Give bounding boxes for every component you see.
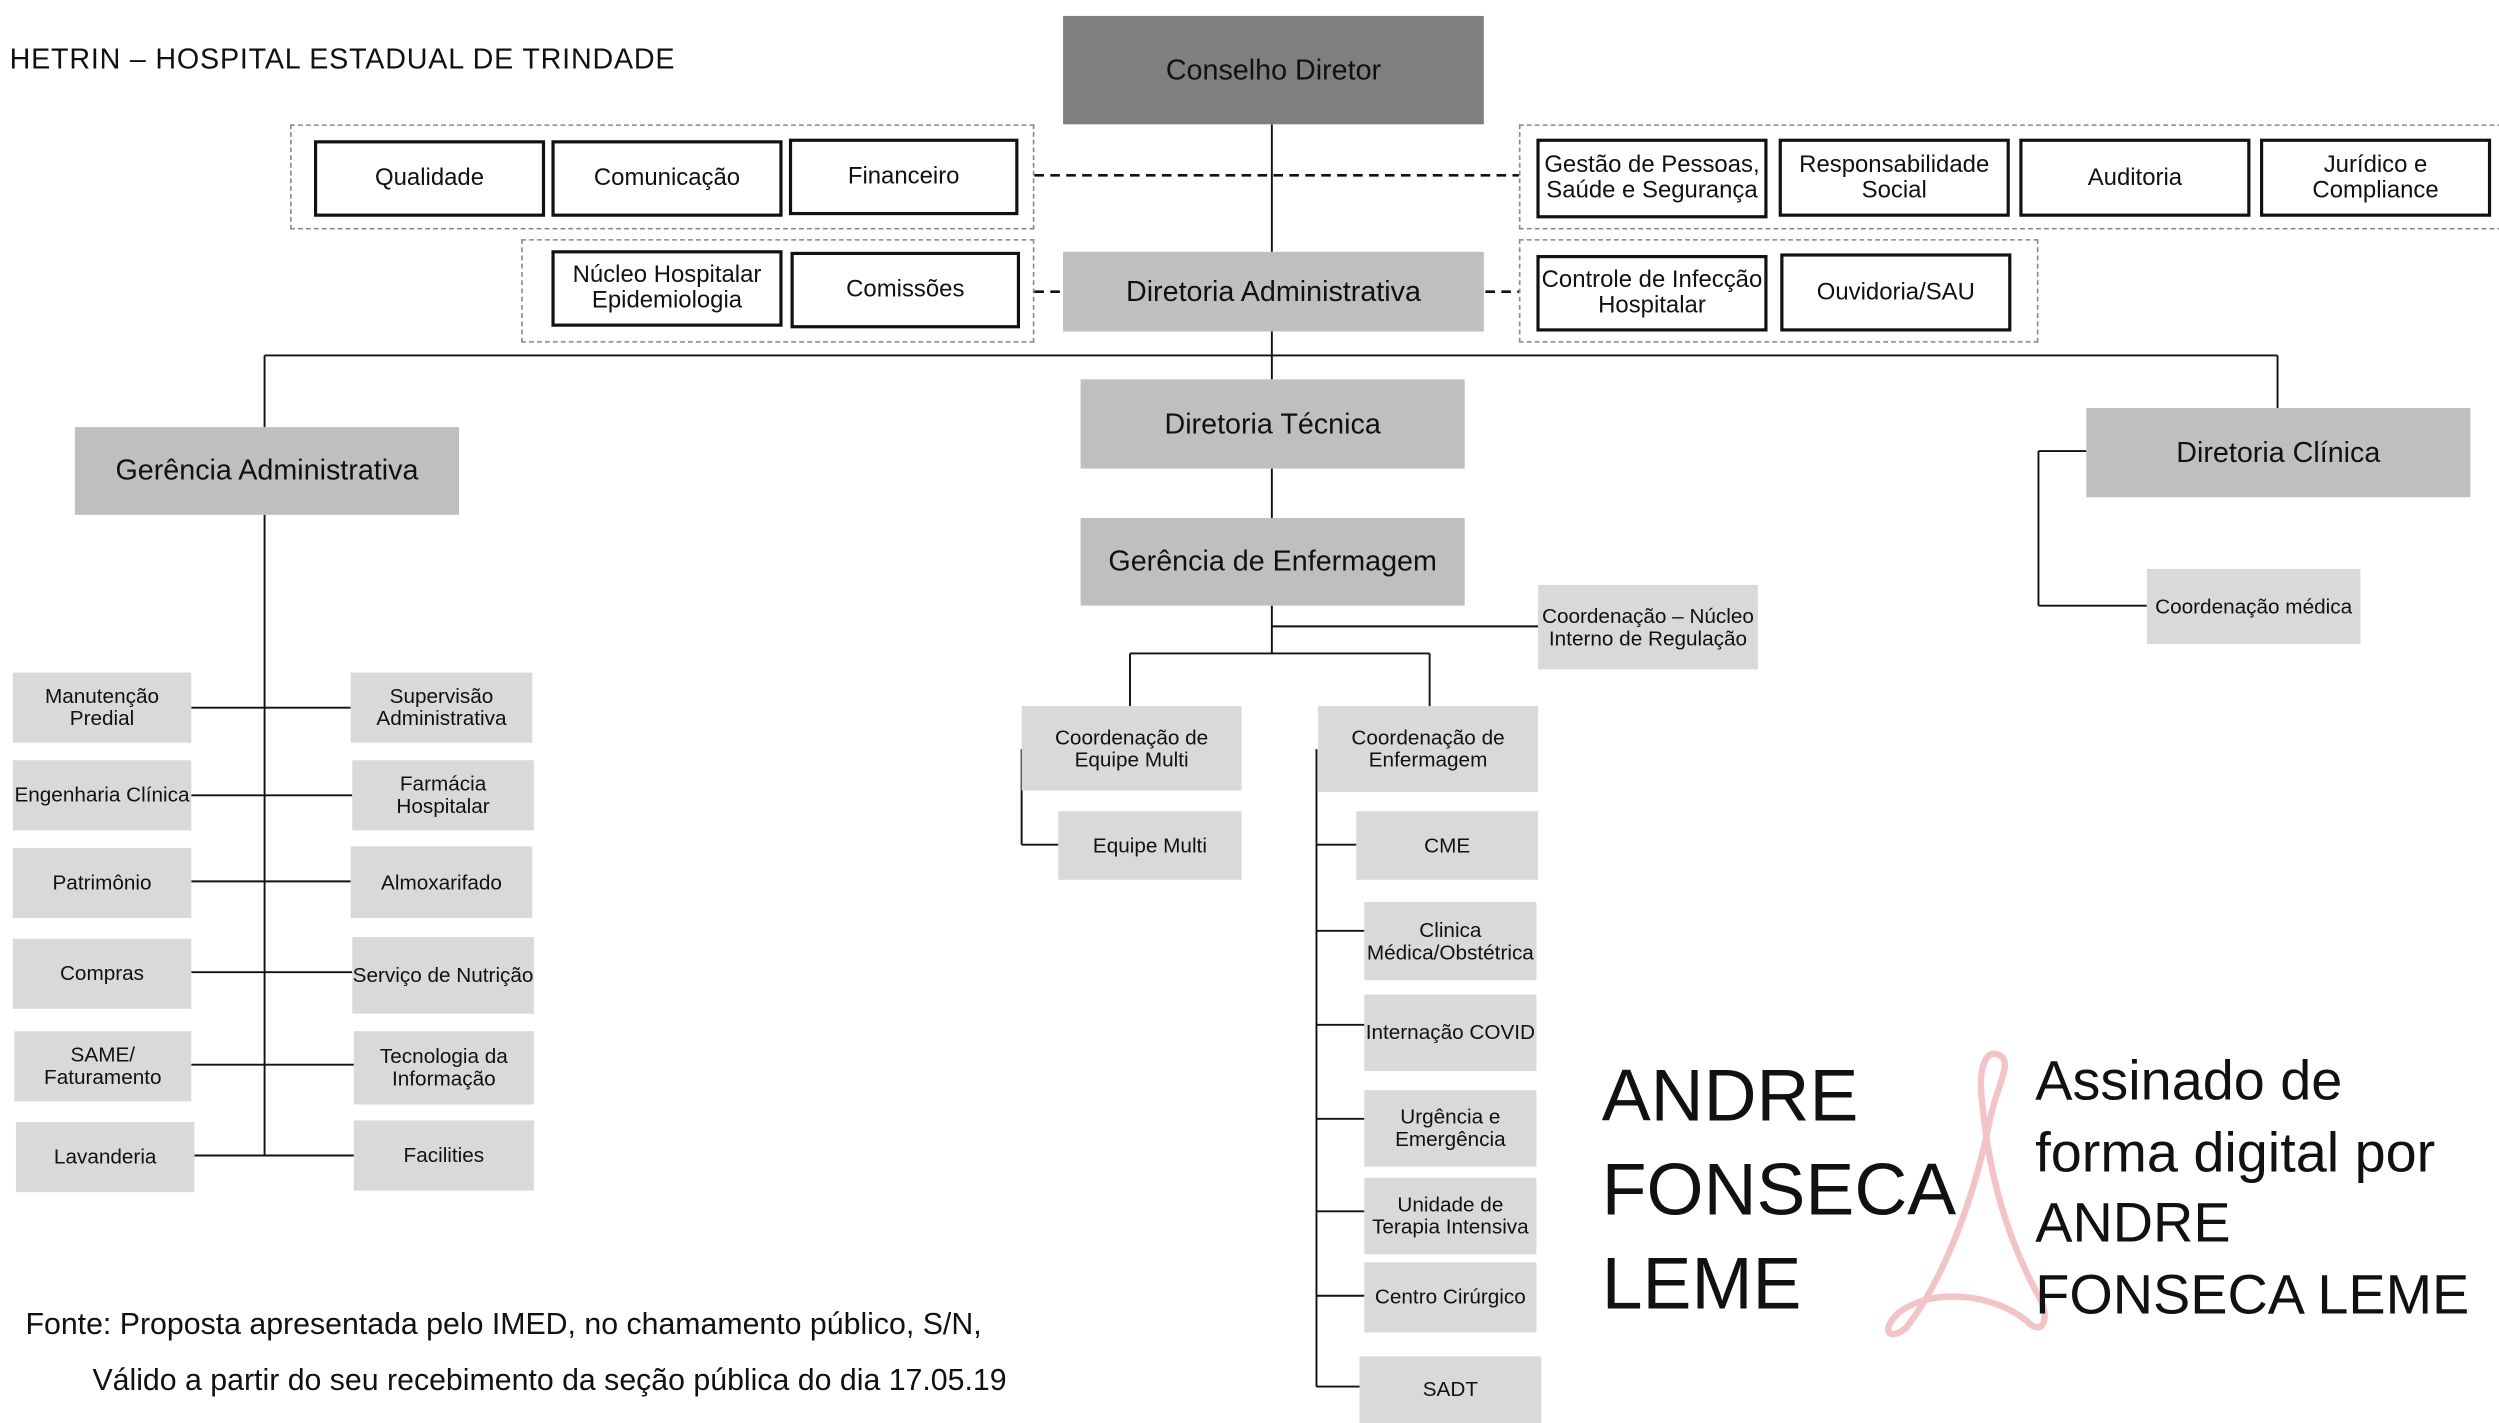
node-farmacia-hospitalar: Farmácia Hospitalar <box>352 760 534 831</box>
signer-name: ANDRE FONSECA LEME <box>1601 1053 1953 1325</box>
node-qualidade: Qualidade <box>313 140 546 217</box>
node-coordenacao-nir: Coordenação – Núcleo Interno de Regulaçã… <box>1538 584 1758 670</box>
node-gerencia-enfermagem: Gerência de Enfermagem <box>1080 517 1465 606</box>
node-cme: CME <box>1356 811 1539 880</box>
node-coordenacao-enfermagem: Coordenação de Enfermagem <box>1318 706 1539 793</box>
staff-group-left <box>290 124 1035 230</box>
node-centro-cirurgico: Centro Cirúrgico <box>1364 1262 1537 1333</box>
node-uti: Unidade de Terapia Intensiva <box>1364 1177 1537 1255</box>
node-clinica-medica: Clinica Médica/Obstétrica <box>1364 902 1537 981</box>
digital-signature-icon <box>1885 1050 2048 1338</box>
staff-group-right <box>1518 124 2499 230</box>
node-financeiro: Financeiro <box>788 138 1019 216</box>
node-manutencao-predial: Manutenção Predial <box>12 672 192 743</box>
node-diretoria-tecnica: Diretoria Técnica <box>1080 379 1465 469</box>
node-auditoria: Auditoria <box>2019 138 2251 217</box>
node-equipe-multi: Equipe Multi <box>1058 811 1242 880</box>
node-responsabilidade-social: Responsabilidade Social <box>1778 138 2010 217</box>
node-supervisao-administrativa: Supervisão Administrativa <box>350 672 533 743</box>
node-diretoria-clinica: Diretoria Clínica <box>2086 408 2471 498</box>
node-comunicacao: Comunicação <box>551 140 783 217</box>
node-coordenacao-equipe-multi: Coordenação de Equipe Multi <box>1021 706 1242 791</box>
node-compras: Compras <box>12 938 192 1009</box>
page-title: HETRIN – HOSPITAL ESTADUAL DE TRINDADE <box>9 43 676 75</box>
validity-note: Válido a partir do seu recebimento da se… <box>92 1364 1007 1398</box>
node-almoxarifado: Almoxarifado <box>350 846 533 919</box>
node-same-faturamento: SAME/ Faturamento <box>14 1031 192 1102</box>
node-ouvidoria: Ouvidoria/SAU <box>1780 253 2012 332</box>
node-urgencia-emergencia: Urgência e Emergência <box>1364 1090 1537 1167</box>
advisory-group-right <box>1518 239 2039 343</box>
node-juridico: Jurídico e Compliance <box>2260 138 2492 217</box>
node-nucleo-epidemiologia: Núcleo Hospitalar Epidemiologia <box>551 250 783 327</box>
node-gerencia-administrativa: Gerência Administrativa <box>74 427 460 515</box>
node-facilities: Facilities <box>353 1120 534 1191</box>
node-patrimonio: Patrimônio <box>12 847 192 919</box>
node-comissoes: Comissões <box>790 251 1021 329</box>
node-servico-nutricao: Serviço de Nutrição <box>352 937 534 1014</box>
node-lavanderia: Lavanderia <box>15 1122 195 1193</box>
digital-signature-text: Assinado de forma digital por ANDRE FONS… <box>2035 1050 2470 1326</box>
node-conselho-diretor: Conselho Diretor <box>1063 15 1484 125</box>
node-diretoria-administrativa: Diretoria Administrativa <box>1063 251 1484 332</box>
source-note: Fonte: Proposta apresentada pelo IMED, n… <box>25 1308 982 1342</box>
node-gestao-pessoas: Gestão de Pessoas, Saúde e Segurança <box>1536 138 1768 219</box>
node-sadt: SADT <box>1359 1356 1542 1423</box>
node-controle-infeccao: Controle de Infecção Hospitalar <box>1536 255 1768 332</box>
node-tecnologia-informacao: Tecnologia da Informação <box>353 1031 534 1105</box>
node-coordenacao-medica: Coordenação médica <box>2146 568 2361 644</box>
node-engenharia-clinica: Engenharia Clínica <box>12 760 192 831</box>
advisory-group-left <box>521 239 1035 343</box>
node-internacao-covid: Internação COVID <box>1364 994 1537 1072</box>
